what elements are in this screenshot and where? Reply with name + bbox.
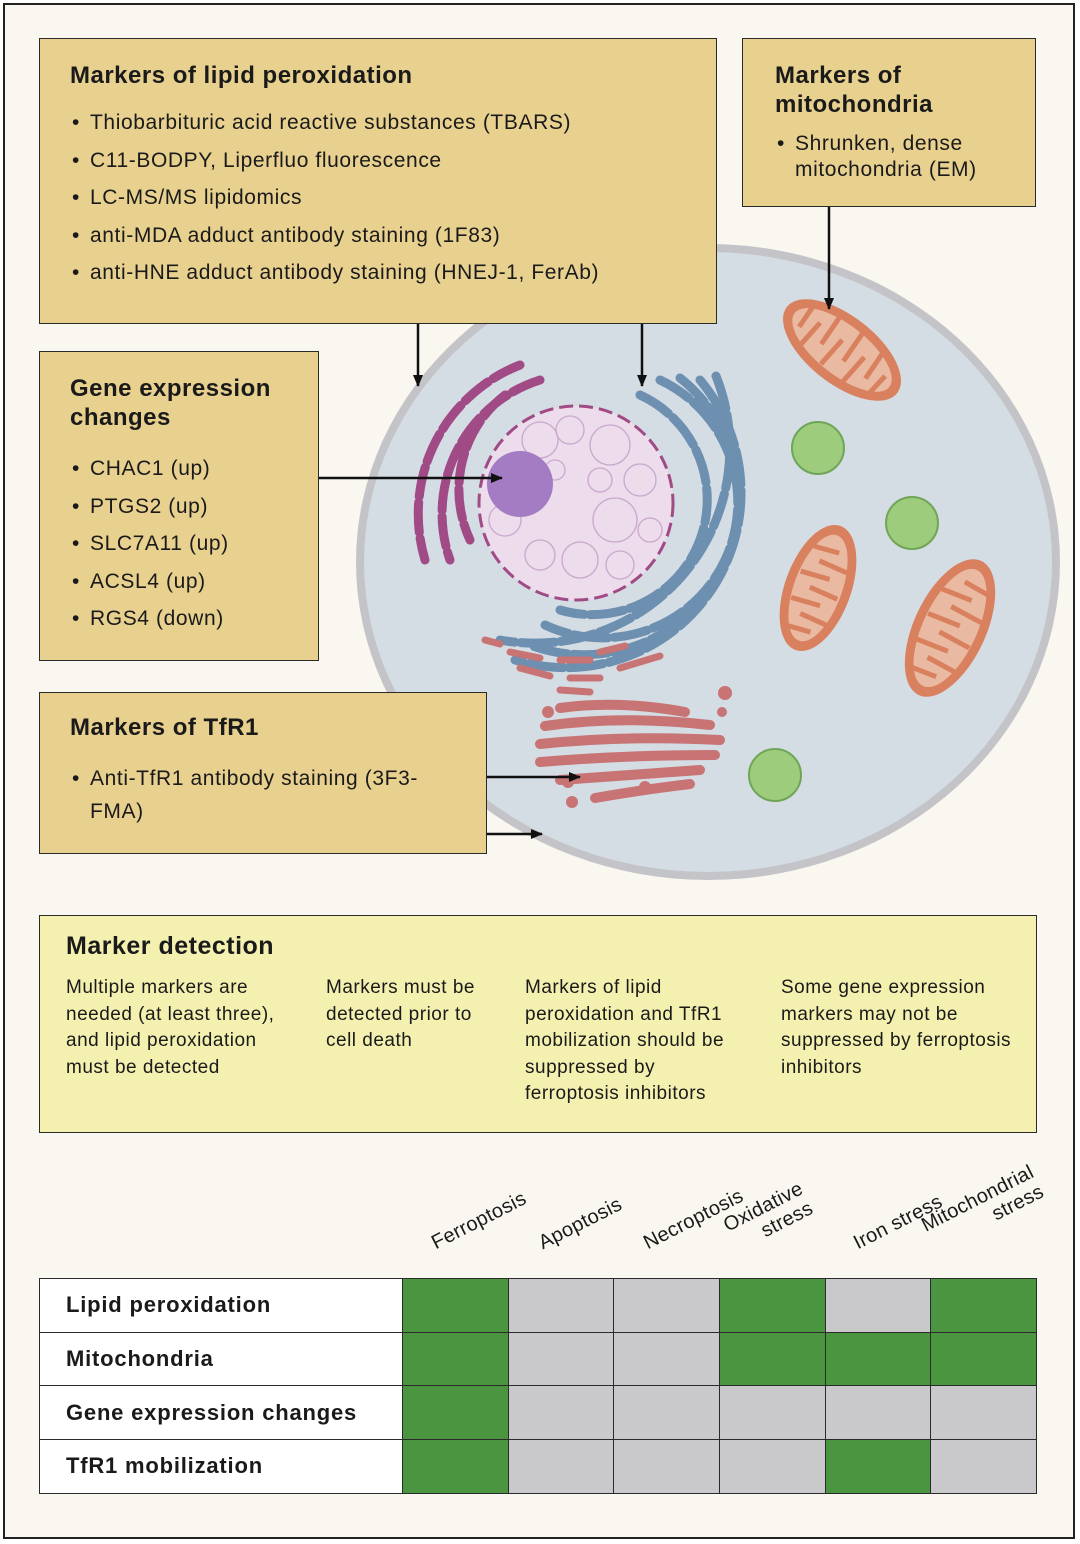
- cell-present: [824, 1331, 932, 1387]
- cell-present: [824, 1439, 932, 1494]
- cell-absent: [507, 1331, 615, 1387]
- cell-present: [930, 1278, 1037, 1333]
- lipid-peroxidation-box: Markers of lipid peroxidation Thiobarbit…: [39, 38, 717, 324]
- cell-absent: [718, 1385, 826, 1441]
- list-item: PTGS2 (up): [70, 488, 288, 526]
- mitochondrion-3: [904, 559, 996, 697]
- cell-absent: [613, 1439, 720, 1494]
- cell-present: [401, 1331, 509, 1387]
- row-label: Mitochondria: [39, 1331, 403, 1387]
- list-item: Thiobarbituric acid reactive substances …: [70, 104, 686, 142]
- marker-detection-box: Marker detection Multiple markers are ne…: [39, 915, 1037, 1133]
- cell-present: [401, 1385, 509, 1441]
- gene-box-title: Gene expression changes: [70, 375, 271, 431]
- row-label: TfR1 mobilization: [39, 1439, 403, 1494]
- cell-present: [930, 1331, 1037, 1387]
- row-label: Lipid peroxidation: [39, 1278, 403, 1333]
- rough-er-blue: [495, 371, 746, 673]
- nucleolus: [487, 451, 553, 517]
- tfr1-box: Markers of TfR1 Anti-TfR1 antibody stain…: [39, 692, 487, 854]
- vesicles-green: [748, 421, 939, 802]
- mito-marker-list: Shrunken, dense mitochondria (EM): [775, 131, 1003, 183]
- cytoplasm: [364, 252, 1052, 872]
- detection-text-1: Multiple markers are needed (at least th…: [66, 977, 275, 1078]
- list-item: Shrunken, dense mitochondria (EM): [775, 131, 1003, 183]
- mito-box-title: Markers of mitochondria: [775, 62, 934, 118]
- lipid-marker-list: Thiobarbituric acid reactive substances …: [70, 104, 686, 292]
- list-item: C11-BODPY, Liperfluo fluorescence: [70, 142, 686, 180]
- cell-absent: [930, 1439, 1037, 1494]
- table-row: Lipid peroxidation: [39, 1278, 1037, 1333]
- list-item: CHAC1 (up): [70, 450, 288, 488]
- rough-er-purple: [413, 360, 545, 565]
- mitochondrion-1: [783, 299, 901, 401]
- table-row: Gene expression changes: [39, 1385, 1037, 1441]
- table-row: Mitochondria: [39, 1331, 1037, 1387]
- cell-absent: [824, 1278, 932, 1333]
- cell-absent: [718, 1439, 826, 1494]
- arrows: [319, 207, 834, 839]
- cell-absent: [613, 1331, 720, 1387]
- list-item: Anti-TfR1 antibody staining (3F3-FMA): [70, 762, 420, 828]
- detection-title: Marker detection: [66, 932, 275, 960]
- cell-absent: [507, 1385, 615, 1441]
- cell-present: [718, 1278, 826, 1333]
- list-item: SLC7A11 (up): [70, 525, 288, 563]
- detection-text-2: Markers must be detected prior to cell d…: [326, 977, 475, 1052]
- cell-absent: [930, 1385, 1037, 1441]
- list-item: LC-MS/MS lipidomics: [70, 179, 686, 217]
- cell-absent: [507, 1278, 615, 1333]
- list-item: anti-MDA adduct antibody staining (1F83): [70, 217, 686, 255]
- list-item: RGS4 (down): [70, 600, 288, 638]
- golgi-vesicles: [542, 686, 732, 808]
- tfr-marker-list: Anti-TfR1 antibody staining (3F3-FMA): [70, 762, 456, 828]
- detection-text-4: Some gene expression markers may not be …: [781, 977, 1012, 1078]
- cell-present: [401, 1439, 509, 1494]
- gene-marker-list: CHAC1 (up) PTGS2 (up) SLC7A11 (up) ACSL4…: [70, 450, 288, 638]
- table-row: TfR1 mobilization: [39, 1439, 1037, 1494]
- mitochondria-box: Markers of mitochondria Shrunken, dense …: [742, 38, 1036, 207]
- mitochondrion-2: [779, 524, 857, 652]
- cell-absent: [824, 1385, 932, 1441]
- cell-absent: [613, 1385, 720, 1441]
- list-item: anti-HNE adduct antibody staining (HNEJ-…: [70, 254, 686, 292]
- cell-present: [401, 1278, 509, 1333]
- cell-absent: [507, 1439, 615, 1494]
- cell-present: [718, 1331, 826, 1387]
- row-label: Gene expression changes: [39, 1385, 403, 1441]
- lipid-box-title: Markers of lipid peroxidation: [70, 62, 413, 89]
- tfr-box-title: Markers of TfR1: [70, 714, 259, 741]
- list-item: ACSL4 (up): [70, 563, 288, 601]
- er-fragments: [481, 636, 664, 696]
- gene-expression-box: Gene expression changes CHAC1 (up) PTGS2…: [39, 351, 319, 661]
- chromatin: [488, 415, 663, 580]
- cell-absent: [613, 1278, 720, 1333]
- detection-text-3: Markers of lipid peroxidation and TfR1 m…: [525, 977, 725, 1105]
